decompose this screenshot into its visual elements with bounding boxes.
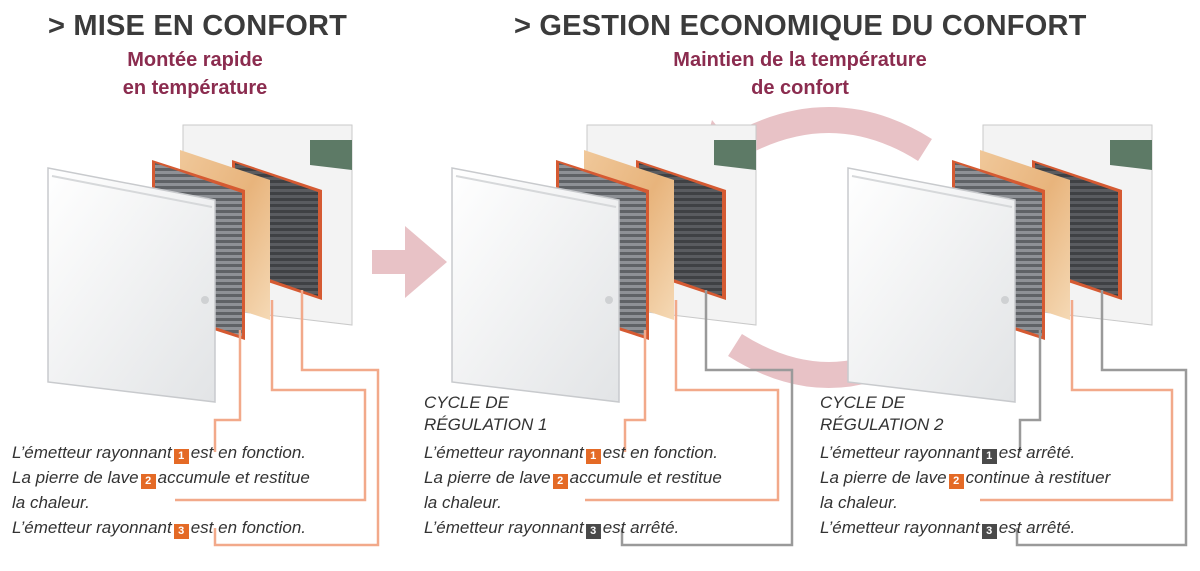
left-subtitle-line1: Montée rapide: [127, 49, 263, 71]
transition-arrow: [372, 226, 447, 298]
cycle1-line-3: la chaleur.: [424, 493, 502, 512]
left-title: > MISE EN CONFORT: [48, 10, 348, 42]
badge-1: 1: [585, 449, 601, 464]
badge-3: 3: [173, 524, 189, 539]
badge-3: 3: [585, 524, 601, 539]
radiator-unit-3: [847, 124, 1153, 403]
cycle2-line-3: la chaleur.: [820, 493, 898, 512]
right-title: > GESTION ECONOMIQUE DU CONFORT: [514, 10, 1087, 42]
radiator-unit-1: [47, 124, 353, 403]
cycle1-caption-line2: RÉGULATION 1: [424, 415, 548, 434]
left-subtitle-line2: en température: [122, 77, 268, 99]
badge-2: 2: [552, 474, 568, 489]
connectors-cycle1: [585, 290, 794, 547]
cycle1-caption-line1: CYCLE DE: [424, 393, 510, 412]
cycle2-caption-line2: RÉGULATION 2: [820, 415, 944, 434]
connectors-cycle2: [980, 290, 1188, 547]
right-subtitle-line2: de confort: [751, 77, 849, 99]
connectors-left: [175, 290, 380, 547]
badge-3: 3: [981, 524, 997, 539]
right-subtitle-line1: Maintien de la température: [673, 49, 927, 71]
badge-2: 2: [948, 474, 964, 489]
radiator-unit-2: [451, 124, 757, 403]
badge-1: 1: [981, 449, 997, 464]
left-line-3: la chaleur.: [12, 493, 90, 512]
badge-1: 1: [173, 449, 189, 464]
cycle2-caption-line1: CYCLE DE: [820, 393, 906, 412]
badge-2: 2: [140, 474, 156, 489]
